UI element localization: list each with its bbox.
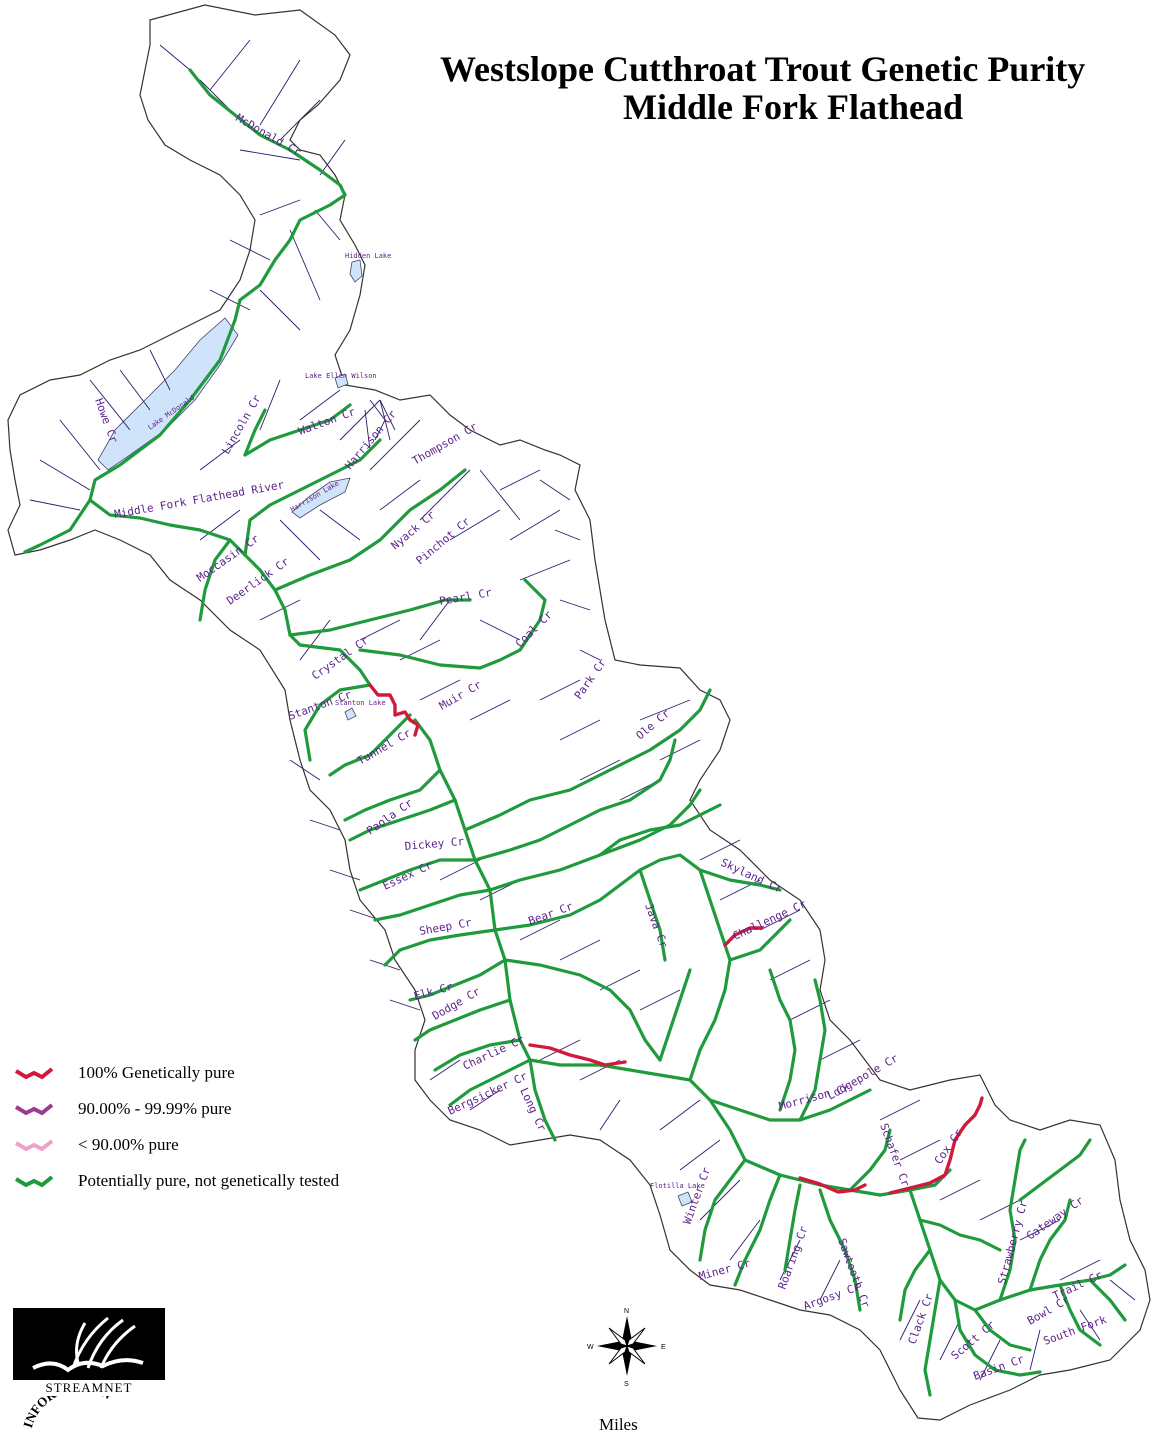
- map-title: Westslope Cutthroat Trout Genetic Purity…: [440, 50, 1159, 126]
- legend-label: < 90.00% pure: [78, 1135, 179, 1154]
- genetically-pure-streams: [368, 683, 984, 1195]
- legend-item-100-pure: 100% Genetically pure: [12, 1055, 339, 1091]
- lake-harrison: [291, 477, 351, 519]
- potentially-pure-streams: [23, 68, 1127, 1397]
- title-line-2: Middle Fork Flathead: [623, 87, 963, 126]
- lake-label-stanton: Stanton Lake: [335, 699, 386, 707]
- lake-hidden: [349, 259, 363, 283]
- compass-rose: N S W E: [587, 1308, 666, 1388]
- legend-swatch-green: [14, 1175, 54, 1188]
- title-line-1: Westslope Cutthroat Trout Genetic Purity: [440, 50, 1086, 89]
- scale-label: Miles: [599, 1415, 638, 1434]
- lake-label-ellen: Lake Ellen Wilson: [305, 372, 377, 380]
- legend-label: Potentially pure, not genetically tested: [78, 1171, 340, 1190]
- streamnet-logo: STREAMNET: [13, 1308, 165, 1404]
- lake-label-flotilla: Flotilla Lake: [650, 1182, 705, 1190]
- legend-swatch-pink: [14, 1139, 54, 1152]
- legend: 100% Genetically pure 90.00% - 99.99% pu…: [12, 1055, 339, 1199]
- legend-swatch-red: [14, 1067, 54, 1080]
- lake-flotilla: [677, 1191, 693, 1207]
- lake-stanton: [344, 707, 357, 721]
- legend-item-90-pure: 90.00% - 99.99% pure: [12, 1091, 339, 1127]
- compass-n: N: [624, 1308, 629, 1315]
- lake-mcdonald: [97, 317, 239, 471]
- legend-item-potentially-pure: Potentially pure, not genetically tested: [12, 1163, 339, 1199]
- legend-item-under-90: < 90.00% pure: [12, 1127, 339, 1163]
- logo-mark: [13, 1308, 165, 1380]
- legend-swatch-purple: [14, 1103, 54, 1116]
- tributary-network: [29, 39, 1136, 1381]
- stream-label: Dickey Cr: [404, 835, 465, 853]
- seal-text: INFORMATION: [20, 1396, 115, 1429]
- logo-text: STREAMNET: [45, 1380, 133, 1395]
- compass-e: E: [661, 1344, 666, 1351]
- watershed-boundary: [7, 4, 1151, 1421]
- information-seal: INFORMATION: [10, 1396, 150, 1437]
- compass-s: S: [624, 1381, 629, 1388]
- legend-label: 100% Genetically pure: [78, 1063, 235, 1082]
- legend-label: 90.00% - 99.99% pure: [78, 1099, 232, 1118]
- compass-w: W: [587, 1344, 594, 1351]
- svg-text:INFORMATION: INFORMATION: [20, 1396, 115, 1429]
- lake-ellen-wilson: [334, 373, 349, 389]
- lake-label-hidden: Hidden Lake: [345, 252, 391, 260]
